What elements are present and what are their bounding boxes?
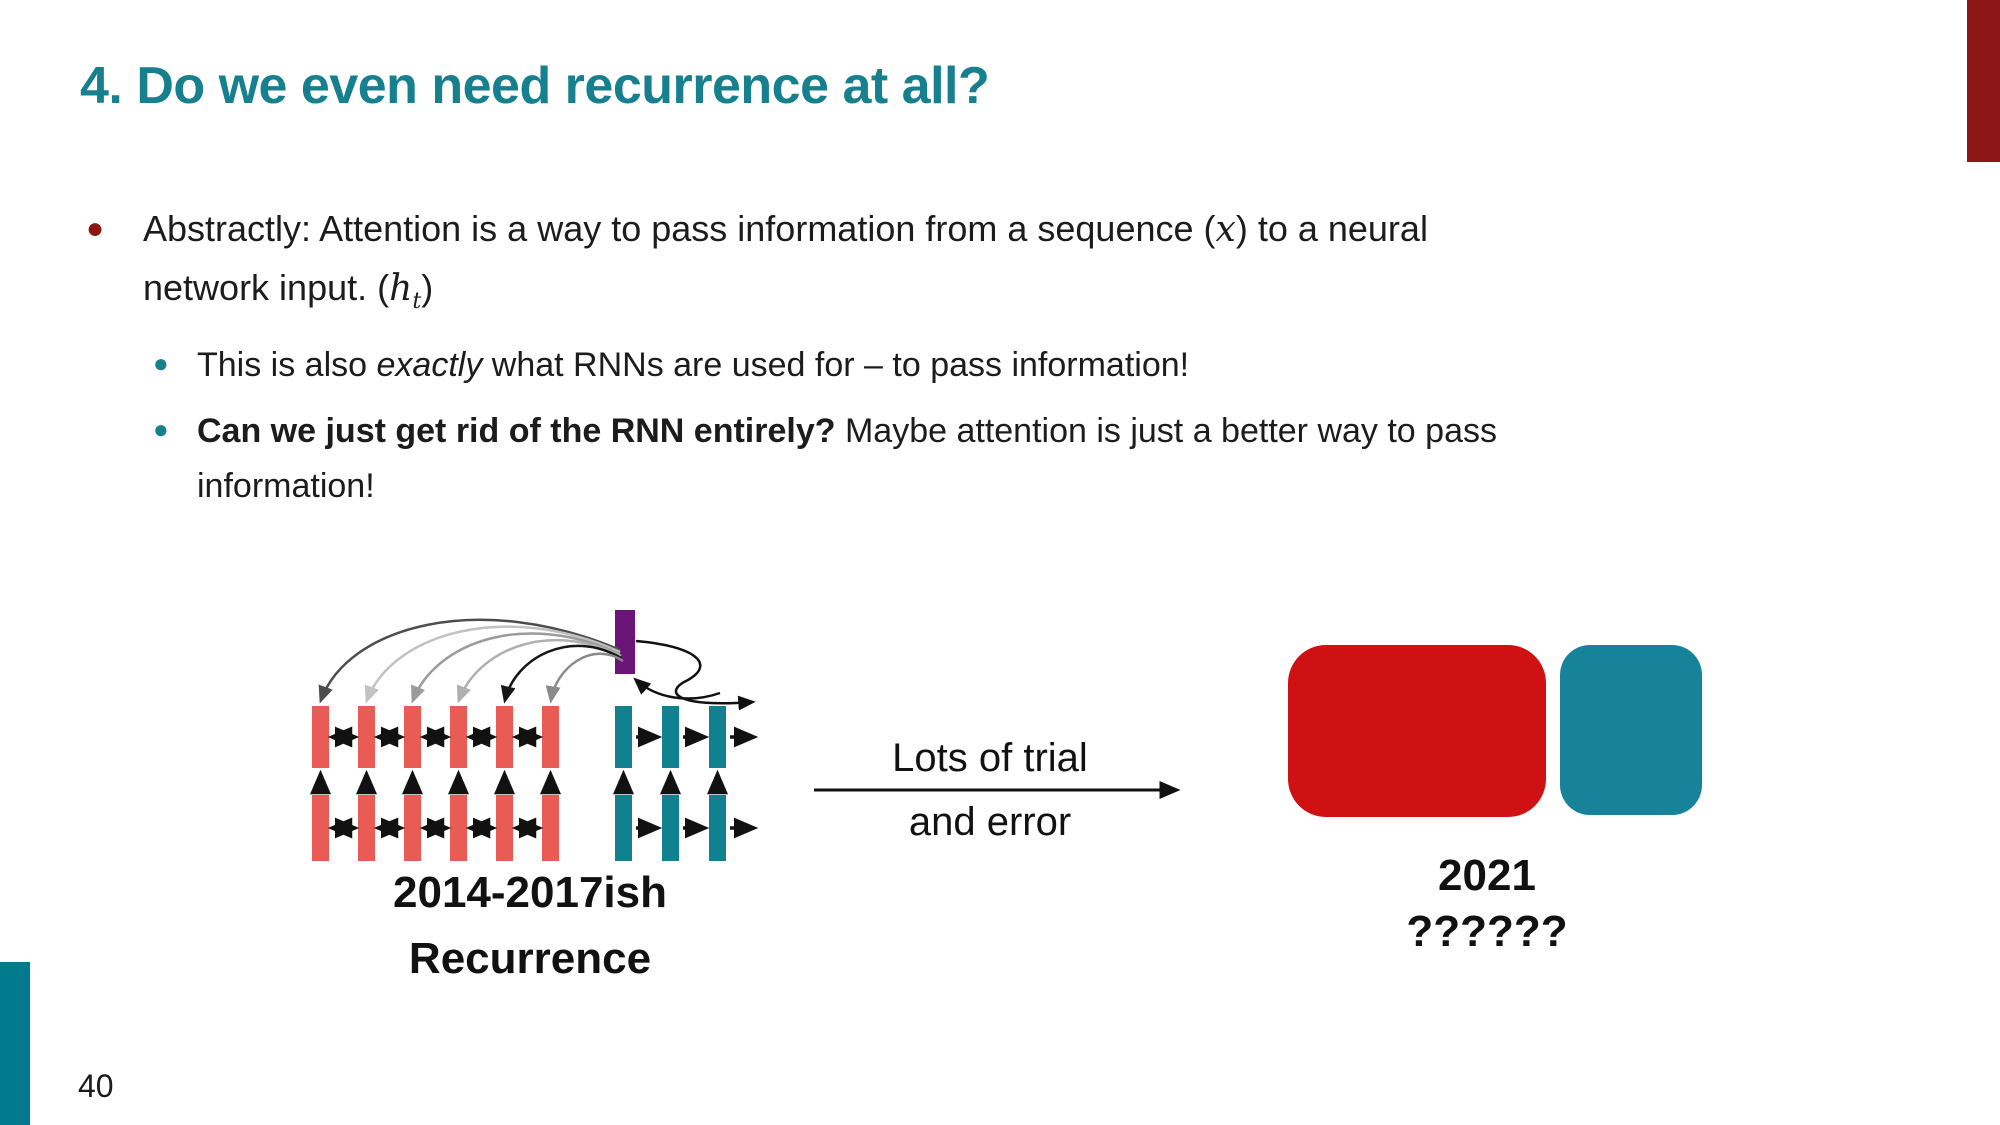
- caption-recurrence-era: 2014-2017ish Recurrence: [330, 860, 730, 992]
- bullet-dot: ●: [86, 212, 105, 245]
- math-h: h: [389, 268, 413, 309]
- page-number: 40: [78, 1068, 114, 1104]
- caption-2021-unknown: 2021 ??????: [1287, 848, 1687, 960]
- encoder-bars-red: [312, 706, 559, 861]
- decoder-bars-teal: [615, 706, 726, 861]
- bullet-sub2-line2: information!: [197, 467, 375, 505]
- bullet-main: Abstractly: Attention is a way to pass i…: [143, 200, 1428, 330]
- layer-up-arrows: [310, 769, 728, 795]
- caption-years: 2014-2017ish: [393, 868, 667, 917]
- sub-bullet-dot: ●: [153, 348, 169, 378]
- top-right-accent-bar: [1967, 0, 2000, 162]
- attention-decoder-loop-arrows: [633, 639, 756, 711]
- bottom-left-accent-bar: [0, 962, 30, 1125]
- caption-recurrence: Recurrence: [408, 934, 652, 983]
- decoder-forward-arrows: [636, 726, 759, 839]
- math-x: x: [1215, 209, 1236, 250]
- result-blob-teal: [1560, 645, 1702, 815]
- sub-bullet-dot: ●: [153, 414, 169, 444]
- caption-2021: 2021: [1438, 851, 1536, 900]
- bullet-sub2: Can we just get rid of the RNN entirely?…: [197, 404, 1497, 514]
- bullet-main-line2: network input. (ht): [143, 267, 434, 315]
- emphasis-exactly: exactly: [376, 346, 483, 384]
- bullet-main-line1: Abstractly: Attention is a way to pass i…: [143, 208, 1428, 250]
- bold-question: Can we just get rid of the RNN entirely?: [197, 412, 836, 450]
- math-h-subscript: t: [412, 288, 422, 315]
- attention-fan-arrows: [318, 618, 624, 704]
- result-blob-red: [1288, 645, 1546, 817]
- bullet-sub1: This is also exactly what RNNs are used …: [197, 346, 1190, 384]
- encoder-bidirectional-arrows: [327, 726, 544, 839]
- caption-question-marks: ??????: [1406, 907, 1568, 956]
- slide-title: 4. Do we even need recurrence at all?: [80, 57, 990, 115]
- caption-trial-and-error: Lots of trial and error: [892, 736, 1088, 844]
- attention-output-bar-purple: [615, 610, 635, 674]
- bullet-sub2-line1: Can we just get rid of the RNN entirely?…: [197, 412, 1497, 450]
